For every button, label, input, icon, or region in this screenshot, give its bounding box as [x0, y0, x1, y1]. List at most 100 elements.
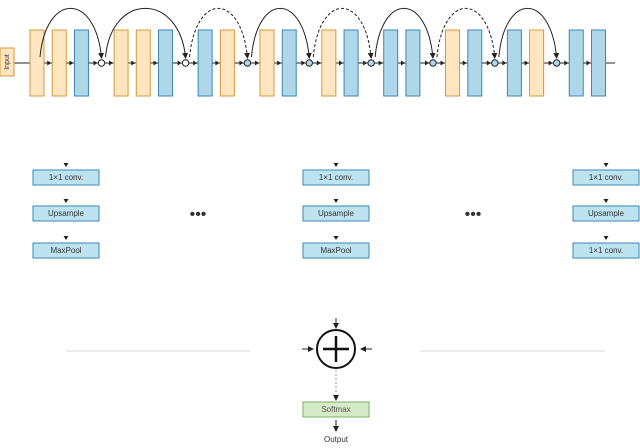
merge-node — [97, 59, 106, 67]
skip-connection-arc — [189, 7, 250, 59]
skip-connection-arc — [312, 7, 374, 59]
merge-node — [491, 59, 499, 67]
residual-layer-block — [405, 29, 421, 97]
op-box-label: Upsample — [48, 209, 85, 218]
op-box — [32, 242, 100, 259]
op-box-label: MaxPool — [50, 246, 81, 255]
output-label: Output — [324, 435, 349, 444]
flow-arrow — [109, 60, 114, 66]
flow-arrow — [564, 60, 569, 66]
op-box-label: MaxPool — [320, 246, 351, 255]
top-feature-chain — [14, 7, 615, 97]
flow-arrow — [277, 60, 282, 66]
input-arrow — [603, 163, 609, 167]
input-arrow — [333, 163, 339, 167]
residual-layer-block — [281, 29, 297, 97]
input-arrow — [333, 236, 339, 240]
residual-layer-block — [590, 29, 606, 97]
merge-node — [552, 59, 561, 67]
flow-arrow — [524, 60, 529, 66]
conv-layer-block — [219, 29, 235, 97]
softmax-label: Softmax — [321, 405, 350, 414]
flow-arrow — [93, 60, 98, 66]
merge-node — [367, 59, 375, 67]
op-box-label: 1×1 conv. — [49, 173, 83, 182]
conv-layer-block — [445, 29, 461, 97]
op-box — [572, 242, 640, 259]
skip-connection-arc — [39, 7, 105, 59]
flow-arrow — [400, 60, 405, 66]
skip-connection-arc — [498, 7, 560, 59]
flow-arrow — [586, 60, 591, 66]
flow-arrow — [239, 60, 244, 66]
flow-arrow — [131, 60, 136, 66]
op-box — [302, 205, 370, 222]
flow-arrow — [301, 60, 306, 66]
conv-layer-block — [259, 29, 275, 97]
input-label: Input — [4, 54, 11, 70]
conv-layer-block — [29, 29, 45, 97]
flow-arrow — [69, 60, 74, 66]
residual-layer-block — [343, 29, 359, 97]
flow-arrow — [153, 60, 158, 66]
flow-arrow — [502, 60, 507, 66]
conv-layer-block — [321, 29, 337, 97]
op-box-label: 1×1 conv. — [589, 173, 623, 182]
skip-connection-arc — [436, 7, 498, 59]
conv-layer-block — [135, 29, 151, 97]
op-box — [302, 169, 370, 186]
flow-arrow — [548, 60, 553, 66]
flow-arrow — [339, 60, 344, 66]
op-box-label: 1×1 conv. — [319, 173, 353, 182]
conv-layer-block — [113, 29, 129, 97]
input-arrow — [63, 199, 69, 203]
conv-layer-block — [51, 29, 67, 97]
softmax-rect — [302, 401, 370, 418]
input-rect — [0, 47, 15, 77]
input-arrow — [603, 236, 609, 240]
op-box — [572, 169, 640, 186]
flow-arrow — [440, 60, 445, 66]
op-box-label: Upsample — [588, 209, 625, 218]
residual-layer-block — [197, 29, 213, 97]
flow-arrow — [378, 60, 383, 66]
residual-layer-block — [158, 29, 174, 97]
flow-arrow — [215, 60, 220, 66]
flow-arrow — [424, 60, 429, 66]
op-box — [32, 169, 100, 186]
input-block: Input — [0, 47, 15, 77]
flow-arrow — [47, 60, 52, 66]
input-arrow — [603, 199, 609, 203]
merge-node — [429, 59, 437, 67]
flow-arrow — [177, 60, 182, 66]
op-box — [32, 205, 100, 222]
ellipsis-left: ••• — [190, 206, 207, 223]
flow-arrow — [193, 60, 198, 66]
input-arrow — [63, 236, 69, 240]
merge-node — [181, 59, 190, 67]
sum-node — [66, 318, 605, 401]
residual-layer-block — [73, 29, 89, 97]
ellipsis-right: ••• — [465, 206, 482, 223]
residual-layer-block — [568, 29, 584, 97]
softmax-block: Softmax Output — [302, 401, 370, 444]
merge-node — [305, 59, 313, 67]
residual-layer-block — [506, 29, 522, 97]
op-box — [572, 205, 640, 222]
flow-arrow — [316, 60, 321, 66]
merge-node — [243, 59, 252, 67]
conv-layer-block — [529, 29, 545, 97]
input-arrow — [333, 199, 339, 203]
residual-layer-block — [467, 29, 483, 97]
skip-connection-arc — [374, 7, 436, 59]
residual-layer-block — [383, 29, 399, 97]
op-box-label: Upsample — [318, 209, 355, 218]
skip-connection-arc — [250, 7, 312, 59]
flow-arrow — [363, 60, 368, 66]
flow-arrow — [486, 60, 491, 66]
